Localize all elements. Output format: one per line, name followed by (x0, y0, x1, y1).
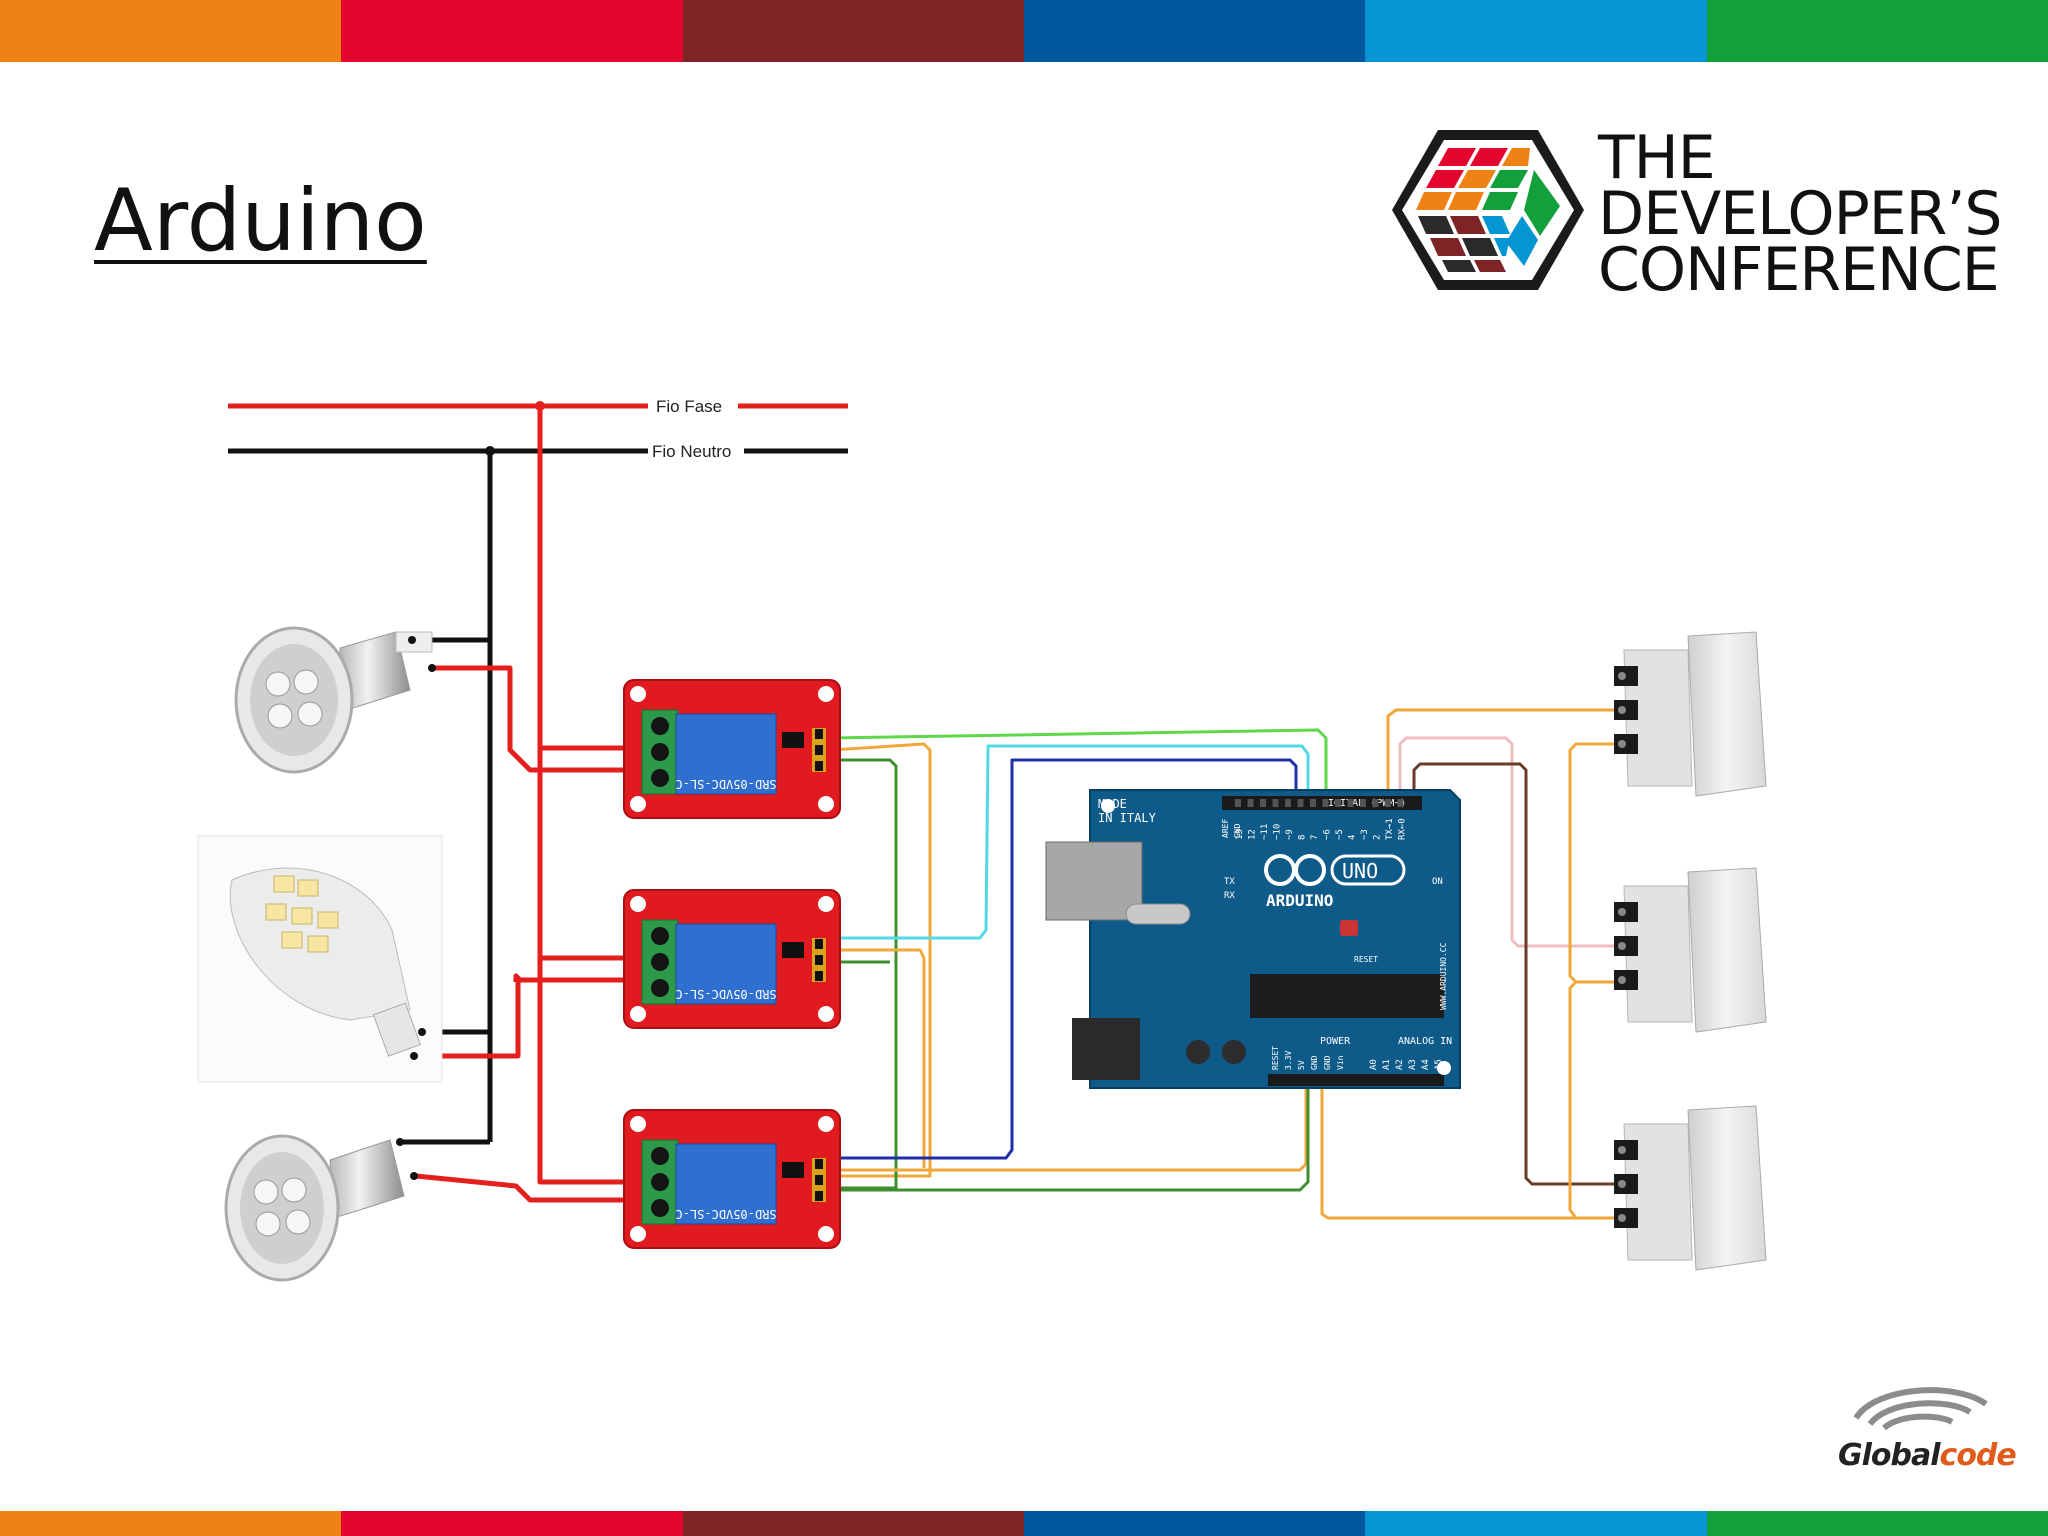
power-pin-label: GND (1323, 1055, 1332, 1070)
made-in-italy-label: IN ITALY (1098, 811, 1157, 825)
digital-pin-label: RX←0 (1398, 818, 1408, 840)
wall-switch-3 (1614, 1105, 1767, 1271)
digital-pin-label: ~11 (1260, 824, 1270, 840)
digital-pin-label: ~10 (1273, 824, 1283, 840)
relay-module-1: SRD-05VDC-SL-C (623, 679, 841, 819)
stripe-red-bottom (341, 1511, 683, 1536)
digital-pin-label: TX→1 (1385, 818, 1395, 840)
stripe-red (341, 0, 683, 62)
arduino-brand-label: ARDUINO (1266, 891, 1333, 910)
made-label: MADE (1098, 797, 1127, 811)
analog-pin-label: A2 (1395, 1059, 1405, 1070)
analog-pin-label: A4 (1421, 1059, 1431, 1070)
atmega-chip (1250, 974, 1444, 1018)
reset-label: RESET (1354, 955, 1378, 964)
stripe-orange-bottom (0, 1511, 342, 1536)
digital-pin-label: ~3 (1360, 829, 1370, 840)
board-header-label: AREF (1221, 819, 1230, 838)
stripe-lightblue-bottom (1365, 1511, 1707, 1536)
logo-text-developers: DEVELOPER’S (1598, 179, 2003, 249)
digital-pin-label: ~9 (1285, 829, 1295, 840)
stripe-maroon-bottom (682, 1511, 1024, 1536)
rx-label: RX (1224, 891, 1235, 901)
stripe-green-bottom (1706, 1511, 2048, 1536)
reset-button (1340, 920, 1358, 936)
analog-pin-label: A3 (1408, 1059, 1418, 1070)
globalcode-swirl-logo-icon (1853, 1387, 1988, 1431)
digital-pin-label: ~6 (1323, 829, 1333, 840)
relay-model-label: SRD-05VDC-SL-C (675, 987, 776, 1001)
power-header-label: POWER (1320, 1036, 1351, 1047)
globalcode-text-part1: Global (1838, 1438, 1941, 1473)
slide-title: Arduino (94, 171, 427, 271)
arduino-infinity-logo-icon (1264, 854, 1326, 886)
signal-wires (831, 708, 1616, 1220)
stripe-orange (0, 0, 342, 62)
stripe-maroon (682, 0, 1024, 62)
lamp-middle (197, 835, 443, 1083)
relay-model-label: SRD-05VDC-SL-C (675, 1207, 776, 1221)
relay-model-label: SRD-05VDC-SL-C (675, 777, 776, 791)
digital-pin-label: 4 (1348, 835, 1358, 840)
on-label: ON (1432, 877, 1443, 887)
conference-cube-logo-icon (1392, 130, 1584, 290)
globalcode-text-part2: code (1939, 1438, 2017, 1473)
lamp-top (234, 626, 436, 774)
digital-pin-label: 12 (1248, 829, 1258, 840)
logo-text-conference: CONFERENCE (1598, 235, 2000, 305)
power-analog-header (1268, 1074, 1444, 1086)
digital-pin-label: 7 (1310, 835, 1320, 840)
top-color-stripe (0, 0, 2048, 62)
wall-switch-2 (1614, 867, 1767, 1033)
analog-header-label: ANALOG IN (1398, 1036, 1452, 1047)
digital-pin-label: 13 (1235, 829, 1245, 840)
arduino-uno-board: MADE IN ITALY ARDUINO UNO DIGITAL (PWM~)… (1045, 789, 1461, 1089)
website-label: WWW.ARDUINO.CC (1439, 942, 1448, 1010)
power-pin-label: 5V (1297, 1060, 1306, 1070)
digital-header (1222, 796, 1422, 810)
power-pin-label: RESET (1271, 1046, 1280, 1070)
phase-wire-label: Fio Fase (656, 397, 722, 416)
digital-pin-label: ~5 (1335, 829, 1345, 840)
relay-coil-box (675, 713, 777, 795)
globalcode-logo-text: Globalcode (1838, 1438, 2017, 1473)
usb-port (1045, 841, 1143, 921)
logo-text-the: THE (1598, 123, 1716, 193)
analog-pin-label: A5 (1434, 1059, 1444, 1070)
stripe-green (1706, 0, 2048, 62)
relay-module-2: SRD-05VDC-SL-C (623, 889, 841, 1029)
relay-coil-box (675, 1143, 777, 1225)
stripe-blue (1023, 0, 1366, 62)
stripe-lightblue (1365, 0, 1707, 62)
uno-model-label: UNO (1342, 859, 1378, 883)
stripe-blue-bottom (1023, 1511, 1366, 1536)
tx-label: TX (1224, 877, 1235, 887)
power-pin-label: 3.3V (1284, 1051, 1293, 1070)
relay-coil-box (675, 923, 777, 1005)
relay-module-3: SRD-05VDC-SL-C (623, 1109, 841, 1249)
digital-pin-label: 2 (1373, 835, 1383, 840)
wall-switch-1 (1614, 631, 1767, 797)
power-jack (1072, 1018, 1140, 1080)
power-pin-label: Vin (1336, 1055, 1345, 1070)
lamp-bottom (224, 1134, 418, 1282)
digital-pin-label: 8 (1298, 835, 1308, 840)
phase-drop (537, 406, 634, 1185)
analog-pin-label: A1 (1382, 1059, 1392, 1070)
analog-pin-label: A0 (1369, 1059, 1379, 1070)
neutral-wire-label: Fio Neutro (652, 442, 731, 461)
power-pin-label: GND (1310, 1055, 1319, 1070)
bottom-color-stripe (0, 1511, 2048, 1536)
board-header-label: GND (1233, 823, 1242, 838)
